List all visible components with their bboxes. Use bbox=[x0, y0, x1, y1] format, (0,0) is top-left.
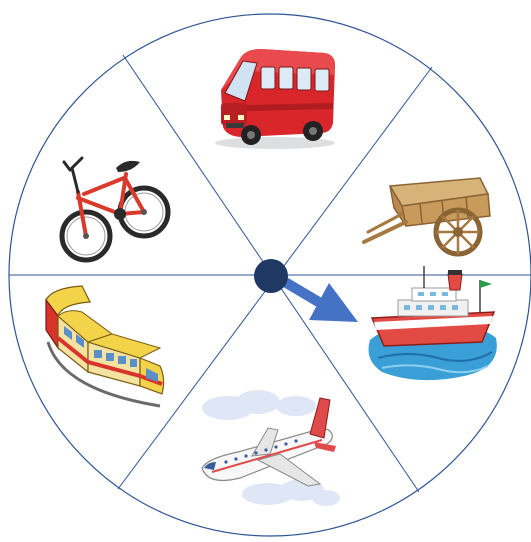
bus-icon[interactable] bbox=[215, 49, 335, 149]
bicycle-icon[interactable] bbox=[59, 156, 171, 263]
spinner-hub[interactable] bbox=[254, 259, 288, 293]
airplane-icon[interactable] bbox=[201, 390, 340, 506]
train-icon[interactable] bbox=[45, 285, 165, 408]
ship-icon[interactable] bbox=[368, 266, 497, 381]
cart-icon[interactable] bbox=[362, 177, 491, 257]
